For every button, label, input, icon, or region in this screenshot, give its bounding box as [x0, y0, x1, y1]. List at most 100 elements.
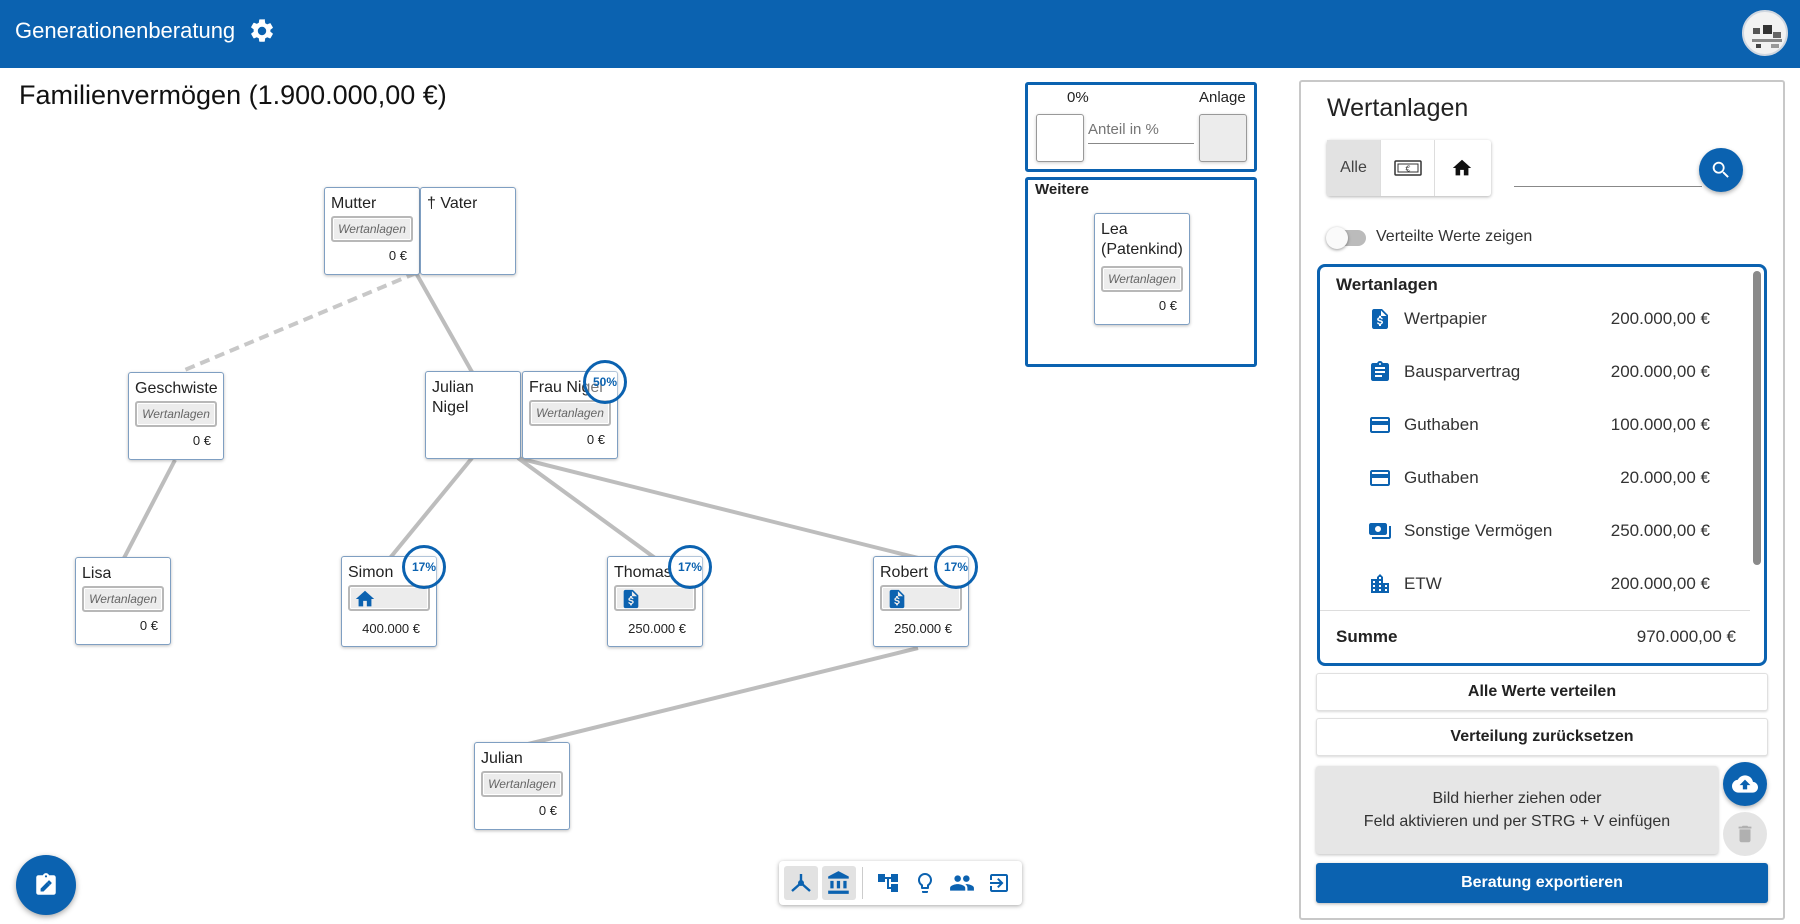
- money-icon: €: [1393, 160, 1422, 176]
- toggle-knob: [1326, 227, 1348, 249]
- filter-money-button[interactable]: €: [1381, 140, 1435, 196]
- asset-drop-slot[interactable]: [1199, 114, 1247, 162]
- asset-row[interactable]: Sonstige Vermögen 250.000,00 €: [1320, 515, 1740, 567]
- family-node-frau-nigel[interactable]: Frau Nigel Wertanlagen 0 €: [522, 371, 618, 459]
- asset-name: Wertpapier: [1404, 309, 1487, 328]
- node-name: Geschwiste: [135, 380, 218, 397]
- node-amount: 0 €: [139, 618, 158, 633]
- share-badge: 17%: [934, 545, 978, 589]
- document-dollar-icon: [1372, 309, 1388, 329]
- tool-assets[interactable]: [822, 866, 856, 900]
- gear-icon[interactable]: [248, 17, 276, 45]
- tool-family-tree[interactable]: [784, 866, 818, 900]
- family-node-lisa[interactable]: Lisa Wertanlagen 0 €: [75, 557, 171, 645]
- node-amount: 0 €: [388, 248, 407, 263]
- asset-name: Sonstige Vermögen: [1404, 521, 1553, 540]
- node-asset-slot[interactable]: [348, 585, 430, 611]
- search-input[interactable]: [1514, 186, 1702, 187]
- drop-zone-text-line1: Bild hierher ziehen oder: [1432, 790, 1602, 807]
- node-amount: 400.000 €: [362, 621, 420, 636]
- distribute-all-button[interactable]: Alle Werte verteilen: [1316, 673, 1768, 711]
- image-drop-zone[interactable]: Bild hierher ziehen oder Feld aktivieren…: [1316, 766, 1718, 854]
- toggle-label: Verteilte Werte zeigen: [1376, 228, 1533, 245]
- credit-card-icon: [1370, 417, 1390, 433]
- asset-row[interactable]: Bausparvertrag 200.000,00 €: [1320, 356, 1740, 408]
- family-node-mutter[interactable]: Mutter Wertanlagen 0 €: [324, 187, 420, 275]
- show-distributed-toggle[interactable]: [1326, 227, 1366, 249]
- node-amount: 0 €: [538, 803, 557, 818]
- reset-distribution-button[interactable]: Verteilung zurücksetzen: [1316, 718, 1768, 756]
- asset-name: Bausparvertrag: [1404, 362, 1521, 381]
- cash-icon: [1369, 523, 1391, 539]
- asset-value: 20.000,00 €: [1620, 468, 1710, 487]
- share-percent-input[interactable]: [1088, 116, 1194, 144]
- asset-name: Guthaben: [1404, 415, 1479, 434]
- search-icon: [1712, 161, 1729, 178]
- export-consultation-button[interactable]: Beratung exportieren: [1316, 863, 1768, 903]
- list-scrollbar[interactable]: [1753, 271, 1761, 565]
- credit-card-icon: [1370, 470, 1390, 486]
- sum-label: Summe: [1336, 627, 1398, 646]
- family-node-thomas[interactable]: Thomas 250.000 €: [607, 556, 703, 647]
- node-asset-slot[interactable]: [614, 585, 696, 611]
- node-name: Julian: [481, 750, 523, 767]
- family-node-geschwister[interactable]: Geschwiste Wertanlagen 0 €: [128, 372, 224, 460]
- node-amount: 250.000 €: [628, 621, 686, 636]
- family-node-julian-nigel[interactable]: Julian Nigel: [425, 371, 521, 459]
- asset-row[interactable]: ETW 200.000,00 €: [1320, 568, 1740, 620]
- node-asset-slot[interactable]: [880, 585, 962, 611]
- sidebar-title: Wertanlagen: [1327, 94, 1469, 122]
- asset-filter-group: Alle €: [1327, 140, 1491, 196]
- filter-real-estate-button[interactable]: [1435, 140, 1489, 196]
- account-tree-icon: [878, 874, 898, 892]
- asset-row[interactable]: Wertpapier 200.000,00 €: [1320, 303, 1740, 355]
- node-asset-slot[interactable]: Wertanlagen: [529, 400, 611, 426]
- user-avatar[interactable]: [1742, 10, 1788, 56]
- assets-list: Wertanlagen Wertpapier 200.000,00 € Baus…: [1317, 264, 1767, 666]
- share-badge: 17%: [668, 545, 712, 589]
- people-icon: [950, 875, 974, 891]
- sum-value: 970.000,00 €: [1636, 627, 1736, 646]
- person-drop-slot[interactable]: [1036, 114, 1084, 162]
- node-asset-slot[interactable]: Wertanlagen: [1101, 266, 1183, 292]
- node-amount: 0 €: [1158, 298, 1177, 313]
- tool-logout[interactable]: [982, 866, 1016, 900]
- asset-value: 200.000,00 €: [1610, 309, 1710, 328]
- further-persons-label: Weitere: [1035, 181, 1089, 198]
- family-node-lea[interactable]: Lea (Patenkind) Wertanlagen 0 €: [1094, 213, 1190, 325]
- svg-text:€: €: [1405, 165, 1410, 174]
- node-name: Julian Nigel: [432, 379, 474, 416]
- asset-value: 200.000,00 €: [1610, 574, 1710, 593]
- node-asset-slot[interactable]: Wertanlagen: [82, 586, 164, 612]
- page-title: Familienvermögen (1.900.000,00 €): [19, 80, 447, 110]
- tree-connections: [122, 271, 919, 748]
- node-amount: 250.000 €: [894, 621, 952, 636]
- family-logo-icon: [1752, 25, 1782, 48]
- notes-fab[interactable]: [16, 855, 76, 915]
- tool-people[interactable]: [945, 866, 979, 900]
- hub-icon: [791, 874, 811, 892]
- clipboard-icon: [1371, 361, 1389, 381]
- node-asset-slot[interactable]: Wertanlagen: [481, 771, 563, 797]
- family-node-julian[interactable]: Julian Wertanlagen 0 €: [474, 742, 570, 830]
- upload-button[interactable]: [1723, 762, 1767, 806]
- family-node-vater[interactable]: † Vater: [420, 187, 516, 275]
- search-button[interactable]: [1699, 148, 1743, 192]
- tool-ideas[interactable]: [908, 866, 942, 900]
- logout-icon: [990, 874, 1008, 892]
- tool-hierarchy[interactable]: [871, 866, 905, 900]
- asset-row[interactable]: Guthaben 20.000,00 €: [1320, 462, 1740, 514]
- asset-row[interactable]: Guthaben 100.000,00 €: [1320, 409, 1740, 461]
- document-dollar-icon: [889, 589, 905, 609]
- drop-zone-text-line2: Feld aktivieren und per STRG + V einfüge…: [1363, 813, 1671, 830]
- delete-image-button[interactable]: [1723, 812, 1767, 856]
- top-app-bar: Generationenberatung: [0, 0, 1800, 68]
- filter-all-button[interactable]: Alle: [1327, 140, 1381, 196]
- asset-value: 250.000,00 €: [1610, 521, 1710, 540]
- assets-sum-row: Summe 970.000,00 €: [1320, 610, 1750, 663]
- node-asset-slot[interactable]: Wertanlagen: [135, 401, 217, 427]
- node-amount: 0 €: [192, 433, 211, 448]
- node-asset-slot[interactable]: Wertanlagen: [331, 216, 413, 242]
- toolbar-divider: [862, 867, 863, 899]
- node-name: † Vater: [427, 195, 478, 212]
